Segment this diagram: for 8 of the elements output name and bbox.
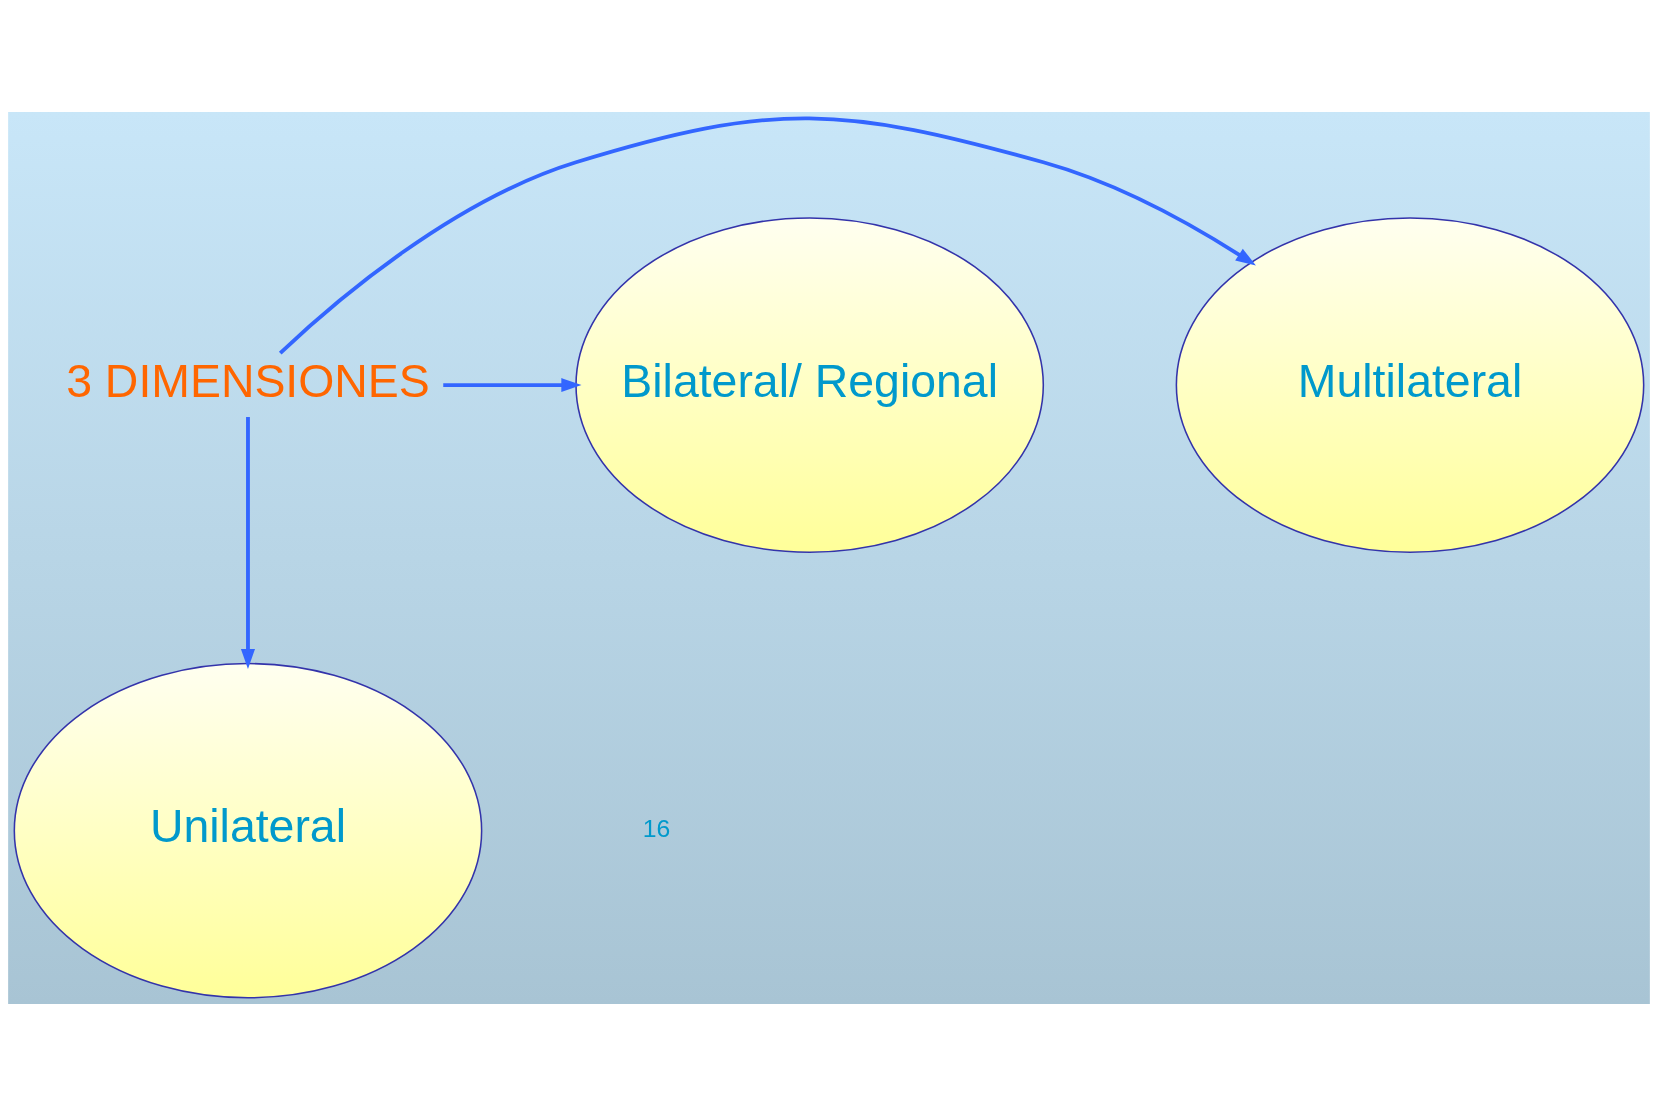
node-ellipse: Unilateral: [13, 662, 483, 999]
arrow: [443, 378, 582, 393]
arrow: [240, 417, 256, 670]
node-ellipse: Bilateral/ Regional: [575, 217, 1045, 553]
node-text: 3 DIMENSIONES: [66, 354, 430, 407]
label: 16: [642, 814, 671, 842]
node-ellipse: Multilateral: [1175, 217, 1645, 553]
arrow: [278, 116, 1256, 355]
